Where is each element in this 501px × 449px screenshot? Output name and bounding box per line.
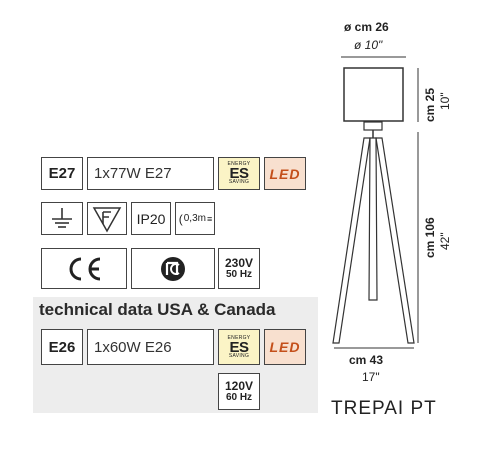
ce-symbol-icon <box>69 257 101 280</box>
lamp-spec-label: 1x77W E27 <box>94 165 172 182</box>
pct-certification-icon <box>131 248 215 289</box>
shade-height-cm: cm 25 <box>423 87 437 122</box>
tripod-head <box>363 121 383 131</box>
usa-lamp-spec-label: 1x60W E26 <box>94 338 172 356</box>
ce-mark-icon <box>41 248 127 289</box>
usa-voltage-label: 120V <box>224 378 254 393</box>
led-label: LED <box>269 165 301 182</box>
voltage-label: 230V <box>224 255 254 270</box>
diameter-in: ø 10" <box>354 38 383 52</box>
diameter-cm: ø cm 26 <box>344 20 389 34</box>
usa-socket-label: E26 <box>48 338 76 356</box>
usa-socket-type: E26 <box>41 329 83 365</box>
tripod-leg-left <box>332 137 371 344</box>
usa-energy-saving-badge: ENERGY ES SAVING <box>218 329 260 365</box>
rays-icon: ≡ <box>206 213 212 224</box>
beam-icon: ( <box>178 211 183 226</box>
usa-es-mid-label: ES <box>229 338 249 356</box>
ip-rating: IP20 <box>131 202 171 235</box>
lamp-shade <box>343 67 404 122</box>
led-badge: LED <box>264 157 306 190</box>
total-height-cm: cm 106 <box>423 217 437 258</box>
f-mark-icon <box>87 202 127 235</box>
usa-lamp-spec: 1x60W E26 <box>87 329 214 365</box>
tripod-leg-right <box>375 137 415 344</box>
usa-led-badge: LED <box>264 329 306 365</box>
base-width-in: 17" <box>362 370 380 384</box>
ground-symbol-icon <box>52 207 72 228</box>
voltage-box: 230V 50 Hz <box>218 248 260 289</box>
earth-ground-icon <box>41 202 83 235</box>
es-top-label: ENERGY <box>227 161 251 167</box>
usa-es-bottom-label: SAVING <box>228 352 250 359</box>
usa-voltage-box: 120V 60 Hz <box>218 373 260 410</box>
socket-label: E27 <box>48 165 76 182</box>
tripod-leg-middle <box>368 137 378 301</box>
usa-led-label: LED <box>269 339 301 355</box>
triangle-f-icon <box>92 206 122 233</box>
product-name: TREPAI PT <box>331 398 437 419</box>
energy-saving-badge: ENERGY ES SAVING <box>218 157 260 190</box>
socket-type: E27 <box>41 157 83 190</box>
lamp-spec: 1x77W E27 <box>87 157 214 190</box>
es-mid-label: ES <box>229 165 249 182</box>
ip-rating-label: IP20 <box>136 210 166 227</box>
es-bottom-label: SAVING <box>228 179 250 185</box>
distance-rating-icon: (0,3m≡ <box>175 202 215 235</box>
usa-frequency-label: 60 Hz <box>225 391 253 403</box>
shade-height-in: 10" <box>438 92 452 110</box>
total-height-in: 42" <box>438 232 452 250</box>
usa-es-top-label: ENERGY <box>227 334 251 341</box>
rostest-icon <box>161 256 185 281</box>
frequency-label: 50 Hz <box>225 268 253 280</box>
base-width-cm: cm 43 <box>349 353 384 367</box>
usa-heading: technical data USA & Canada <box>39 300 276 319</box>
distance-label: 0,3m <box>183 213 206 224</box>
